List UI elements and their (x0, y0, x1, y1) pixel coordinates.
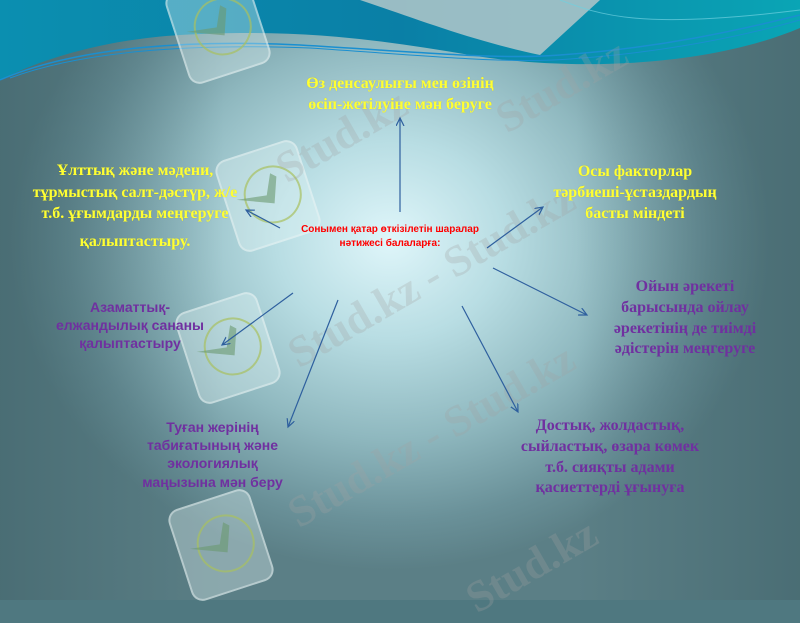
decorative-waves (0, 0, 800, 81)
arrows-layer (0, 0, 800, 600)
arrow-left (222, 292, 294, 345)
node-upper-right: Осы факторлар тәрбиеші-ұстаздардың басты… (520, 162, 750, 224)
node-line: тұрмыстық салт-дәстүр, ж/е (32, 183, 238, 201)
node-line: әрекетінің де тиімді (613, 319, 757, 337)
center-line-2: нәтижесі балаларға: (339, 237, 441, 249)
node-line: экологиялық (167, 455, 258, 472)
arrow-right (492, 267, 587, 315)
node-line: тәрбиеші-ұстаздардың (553, 183, 717, 201)
watermark-logo (212, 137, 324, 255)
node-line: Осы факторлар (577, 163, 693, 180)
node-right: Ойын әрекеті барысында ойлау әрекетінің … (585, 277, 785, 360)
watermark-logo (165, 486, 277, 604)
arrow-lower-left (288, 299, 339, 427)
node-line: Ойын әрекеті (635, 278, 735, 295)
node-left: Азаматтық- елжандылық сананы қалыптастыр… (35, 298, 225, 353)
node-line: сыйластық, өзара көмек (520, 437, 700, 455)
node-line: Достық, жолдастық, (535, 417, 685, 434)
node-line: табиғатының және (146, 437, 279, 454)
node-line: елжандылық сананы (55, 317, 204, 334)
center-line-1: Сонымен қатар өткізілетін шаралар (301, 224, 479, 235)
node-top: Өз денсаулығы мен өзінің өсіп-жетілуіне … (270, 74, 530, 116)
hummingbird-icon (186, 0, 252, 56)
node-lower-right: Достық, жолдастық, сыйластық, өзара көме… (495, 416, 725, 499)
node-upper-left: Ұлттық және мәдени, тұрмыстық салт-дәстү… (0, 160, 270, 252)
arrow-lower-right (461, 305, 518, 412)
node-line: басты міндеті (585, 204, 685, 222)
node-line: қалыптастыру. (79, 232, 191, 250)
node-line: маңызына мән беру (142, 473, 283, 490)
hummingbird-icon (189, 514, 255, 573)
arrow-upper-left (246, 210, 281, 229)
arrow-upper-right (486, 207, 543, 249)
hummingbird-icon (196, 317, 262, 376)
center-label: Сонымен қатар өткізілетін шаралар нәтиже… (285, 223, 495, 250)
node-line: әдістерін меңгеруге (614, 340, 756, 358)
hummingbird-icon (236, 165, 302, 224)
node-line: Ұлттық және мәдени, (56, 162, 214, 179)
node-line: барысында ойлау (621, 298, 749, 316)
watermark-logo (172, 289, 284, 407)
node-line: қалыптастыру (79, 335, 181, 352)
node-line: Туған жерінің (166, 419, 259, 435)
watermark-logo (162, 0, 274, 87)
node-lower-left: Туған жерінің табиғатының және экологиял… (125, 418, 300, 491)
node-line: қасиеттерді ұғынуға (535, 479, 685, 497)
node-line: өсіп-жетілуіне мән беруге (308, 95, 492, 113)
slide-side-shading (0, 0, 800, 600)
node-line: Өз денсаулығы мен өзінің (306, 75, 494, 92)
node-line: т.б. сияқты адами (545, 458, 675, 476)
node-line: т.б. ұғымдарды меңгеруге (41, 205, 229, 223)
node-line: Азаматтық- (90, 299, 170, 315)
